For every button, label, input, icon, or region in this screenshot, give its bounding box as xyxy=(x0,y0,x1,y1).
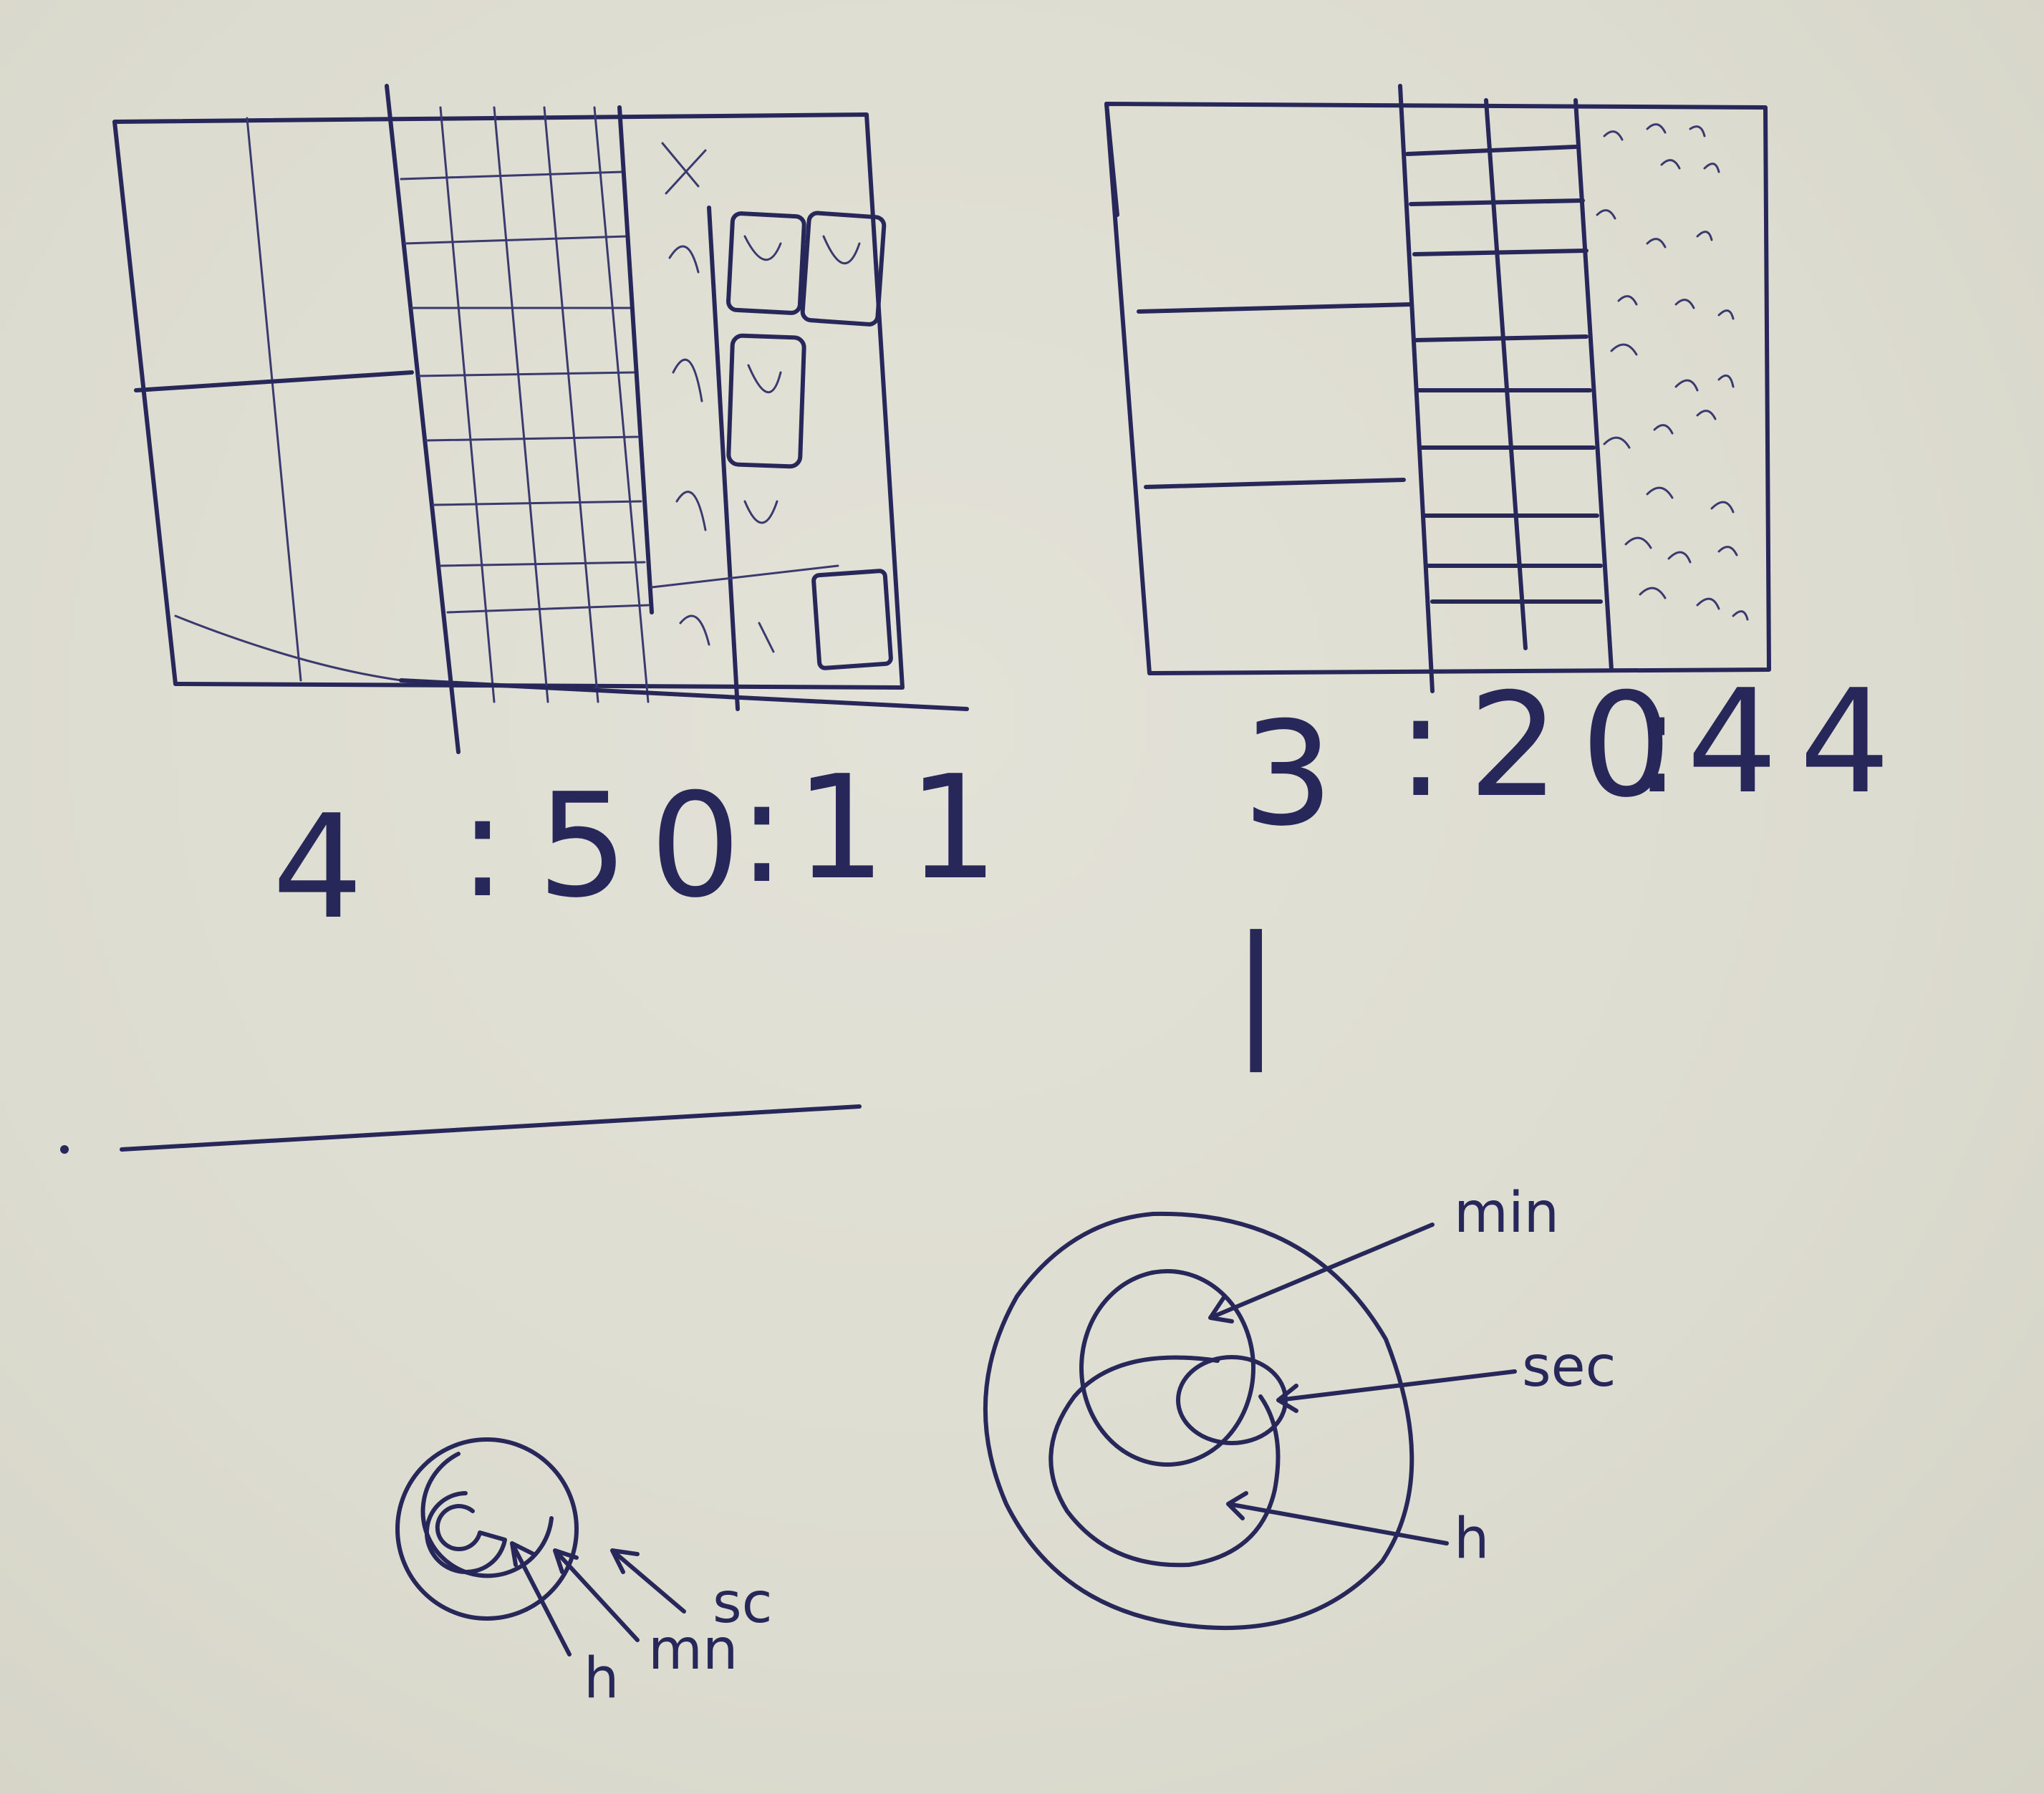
sketch1-frame xyxy=(112,112,905,690)
sketch1-minutes-col-2 xyxy=(493,106,549,703)
sketch1-minutes-col-3 xyxy=(543,106,599,703)
rings-large-diagram: min sec h xyxy=(983,1181,1616,1631)
sketch2-colon-1: : xyxy=(1397,662,1466,829)
rings-large-label-min: min xyxy=(1454,1181,1559,1245)
sketch1-time-hours: 4 xyxy=(272,784,385,951)
sketch1-seconds-left-edge xyxy=(617,105,654,614)
sketch1-colon-2: : xyxy=(738,748,807,915)
sketch2-colon-2: : xyxy=(1633,659,1702,826)
sketch2-time-minutes: 20 xyxy=(1468,662,1694,829)
rings-large-min-ring xyxy=(1079,1269,1255,1467)
rings-small-label-sec: sc xyxy=(713,1571,773,1636)
sketch1-minutes-col-1 xyxy=(439,106,496,703)
rings-large-outer-ring xyxy=(983,1211,1414,1631)
rings-large-label-sec: sec xyxy=(1522,1335,1616,1399)
sketch2-minutes-right-edge xyxy=(1573,98,1614,672)
rings-small-label-hour: h xyxy=(584,1646,619,1711)
sketch1-hours-col-divider xyxy=(246,117,302,682)
sketch2-hour-row-2 xyxy=(1144,478,1406,489)
rings-large-arrow-min xyxy=(1208,1222,1435,1323)
sketch1-bottom-line xyxy=(399,678,969,711)
sketch1-second-blocks xyxy=(650,142,893,670)
sketch1-corner-curve xyxy=(174,614,402,682)
sketch2-hour-row-1 xyxy=(1137,302,1413,314)
sketch2-minutes-rows xyxy=(1405,145,1603,604)
rings-small-label-min: mn xyxy=(648,1618,738,1682)
horizontal-rule xyxy=(120,1104,862,1152)
sketch2-time-hours: 3 xyxy=(1243,691,1355,858)
rings-small-arrow-hour xyxy=(510,1541,572,1656)
sketch2-hours-tick-top xyxy=(1104,102,1119,217)
sketch1-clock-grid xyxy=(112,84,969,754)
sketch1-colon-1: : xyxy=(458,763,528,930)
sketch1-minutes-left-edge xyxy=(385,84,461,754)
sketch2-seconds-dots xyxy=(1596,123,1749,621)
stray-dot xyxy=(60,1145,69,1154)
rings-small-inner-ring xyxy=(424,1491,507,1574)
rings-small-arrow-min xyxy=(553,1548,640,1642)
sketch2-minutes-mid-edge xyxy=(1484,98,1528,650)
sketch1-minutes-col-4 xyxy=(593,106,650,703)
sketch1-time-seconds: 11 xyxy=(795,745,1021,912)
sketch2-clock-columns xyxy=(1104,84,1771,693)
separator-mark: | xyxy=(1232,906,1301,1073)
sketch2-minutes-left-edge xyxy=(1398,84,1435,693)
rings-small-outer-ring xyxy=(395,1437,579,1621)
sketch2-time-seconds: 44 xyxy=(1687,659,1912,826)
rings-small-diagram: sc mn h xyxy=(395,1437,773,1711)
rings-large-hour-ring xyxy=(1048,1355,1281,1568)
sketch1-time-minutes: 50 xyxy=(537,763,763,930)
rings-large-arrow-sec xyxy=(1276,1369,1517,1413)
sketch1-hours-row-divider xyxy=(134,370,414,392)
sketch1-seconds-mid-edge xyxy=(707,206,740,711)
sketch2-frame xyxy=(1104,102,1771,675)
sketch1-minutes-rows xyxy=(400,170,650,614)
rings-large-label-hour: h xyxy=(1454,1507,1489,1571)
rings-large-arrow-hour xyxy=(1226,1491,1449,1545)
rings-small-arrow-sec xyxy=(610,1548,686,1614)
